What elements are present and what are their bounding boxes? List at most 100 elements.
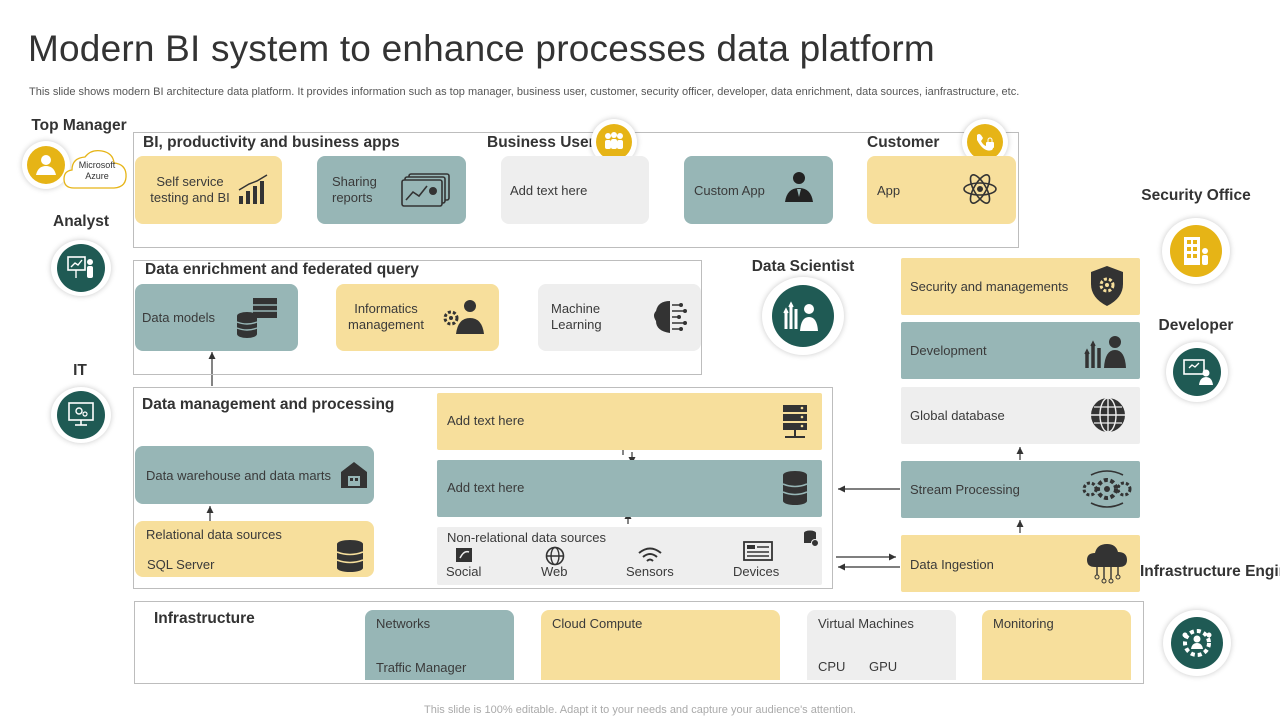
monitoring-label: Monitoring [993, 616, 1054, 631]
customer-label: Customer [867, 134, 940, 151]
custom-app-label: Custom App [694, 183, 765, 198]
informatics-label: Informatics management [348, 301, 424, 332]
development-card: Development [901, 322, 1140, 379]
server-rack-icon [783, 405, 807, 438]
database-table-icon [236, 298, 277, 338]
manager-icon [27, 146, 65, 184]
devices-icon [743, 541, 773, 561]
developer-badge [1166, 342, 1228, 402]
global-database-card: Global database [901, 387, 1140, 444]
team-gear-icon [1171, 617, 1223, 669]
relational-label: Relational data sources [146, 527, 282, 542]
monitor-gear-icon [57, 391, 105, 439]
enrichment-section-frame [133, 260, 702, 375]
management-section-frame [133, 387, 833, 589]
data-scientist-label: Data Scientist [751, 258, 855, 275]
infrastructure-title: Infrastructure [154, 610, 255, 627]
manager-gear-icon [443, 300, 484, 334]
custom-app-card: Custom App [684, 156, 833, 224]
cpu-label: CPU [818, 659, 846, 674]
monitoring-card: Monitoring [982, 610, 1131, 680]
stream-processing-label: Stream Processing [910, 482, 1020, 497]
sharing-reports-label: Sharing reports [332, 174, 377, 205]
global-database-label: Global database [910, 408, 1005, 423]
app-card: App [867, 156, 1016, 224]
growth-person-icon [772, 285, 834, 347]
database-stack-icon [782, 471, 808, 505]
developer-label: Developer [1158, 317, 1234, 334]
infrastructure-engineer-label: Infrastructure Engineer [1140, 563, 1280, 580]
web-label: Web [541, 564, 568, 579]
virtual-machines-card: Virtual Machines CPU GPU [807, 610, 956, 680]
presentation-icon [57, 244, 105, 292]
it-label: IT [73, 362, 87, 379]
cloud-network-icon [1087, 544, 1127, 584]
azure-label: Microsoft Azure [78, 160, 116, 181]
add-text-card-2: Add text here [437, 460, 822, 517]
analyst-badge [51, 240, 111, 296]
data-models-label: Data models [142, 310, 215, 325]
office-building-icon [1170, 225, 1222, 277]
businessman-icon [785, 172, 813, 202]
social-label: Social [446, 564, 482, 579]
machine-learning-label: Machine Learning [551, 301, 602, 332]
footer-note: This slide is 100% editable. Adapt it to… [424, 704, 856, 716]
development-label: Development [910, 343, 987, 358]
warehouse-label: Data warehouse and data marts [146, 468, 331, 483]
phone-lock-icon [967, 124, 1003, 160]
developer-screen-icon [1173, 348, 1221, 396]
infrastructure-section-frame [134, 601, 1144, 684]
page-title: Modern BI system to enhance processes da… [28, 28, 935, 69]
infrastructure-engineer-badge [1163, 610, 1231, 676]
bi-section-title: BI, productivity and business apps [143, 134, 400, 151]
security-office-label: Security Office [1141, 187, 1251, 204]
stream-processing-card: Stream Processing [901, 461, 1140, 518]
business-user-badge [591, 119, 637, 165]
top-manager-label: Top Manager [31, 117, 127, 134]
enrichment-section-title: Data enrichment and federated query [145, 261, 419, 278]
informatics-card: Informatics management [336, 284, 499, 351]
cloud-compute-label: Cloud Compute [552, 616, 643, 631]
top-manager-badge [22, 141, 70, 189]
bar-chart-icon [238, 174, 268, 204]
cloud-compute-card: Cloud Compute [541, 610, 780, 680]
world-globe-icon [1091, 397, 1125, 433]
globe-icon [545, 546, 565, 566]
networks-label: Networks [376, 616, 431, 631]
self-service-label: Self service testing and BI [150, 174, 230, 205]
security-card: Security and managements [901, 258, 1140, 315]
gpu-label: GPU [869, 659, 898, 674]
brain-circuit-icon [654, 301, 687, 333]
self-service-card: Self service testing and BI [135, 156, 282, 224]
virtual-machines-label: Virtual Machines [818, 616, 914, 631]
database-icon [336, 540, 364, 572]
add-text-card-1: Add text here [437, 393, 822, 450]
team-icon [596, 124, 632, 160]
relational-card: Relational data sources SQL Server [135, 521, 374, 577]
page-subtitle: This slide shows modern BI architecture … [29, 86, 1020, 98]
warehouse-card: Data warehouse and data marts [135, 446, 374, 504]
business-user-label: Business User [487, 134, 595, 151]
warehouse-icon [341, 462, 367, 488]
data-models-card: Data models [135, 284, 298, 351]
business-user-card: Add text here [501, 156, 649, 224]
management-section-title: Data management and processing [142, 396, 395, 413]
report-screens-icon [401, 173, 450, 207]
devices-label: Devices [733, 564, 780, 579]
social-icon [456, 548, 472, 562]
non-relational-label: Non-relational data sources [447, 530, 606, 545]
non-relational-card: Non-relational data sources Social Web S… [437, 527, 822, 585]
data-scientist-badge [762, 277, 844, 355]
data-ingestion-card: Data Ingestion [901, 535, 1140, 592]
app-label: App [877, 183, 901, 198]
database-gear-icon [804, 530, 819, 547]
add-text-label-1: Add text here [447, 413, 525, 428]
azure-cloud-icon [63, 149, 127, 189]
add-text-label-2: Add text here [447, 480, 525, 495]
security-office-badge [1162, 218, 1230, 284]
traffic-manager-label: Traffic Manager [376, 660, 467, 675]
analyst-label: Analyst [53, 213, 109, 230]
data-ingestion-label: Data Ingestion [910, 557, 994, 572]
sensors-label: Sensors [626, 564, 674, 579]
